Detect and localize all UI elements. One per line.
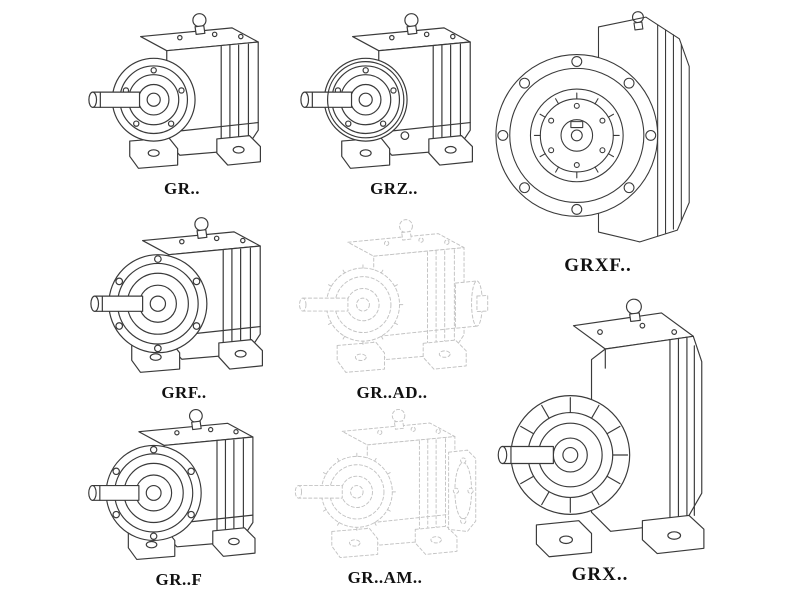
gearbox-label-gr-f: GR..F <box>155 570 203 589</box>
gearbox-figure-grxf: GRXF.. <box>492 8 704 277</box>
gearbox-label-gr: GR.. <box>164 179 200 198</box>
gearbox-drawing-gr-ad <box>298 219 489 373</box>
gearbox-figure-grz: GRZ.. <box>296 6 492 199</box>
gearbox-drawing-grf <box>90 217 263 373</box>
gearbox-drawing-gr-f <box>88 408 256 561</box>
grx-line-art <box>497 298 705 558</box>
gearbox-drawing-gr-am <box>294 408 477 559</box>
gearbox-drawing-grxf <box>495 11 690 243</box>
gr-line-art <box>88 13 261 169</box>
gearbox-figure-gr-am: GR..AM.. <box>288 402 482 588</box>
grf-line-art <box>90 217 263 373</box>
gearbox-label-grz: GRZ.. <box>370 179 418 198</box>
grxf-line-art <box>495 11 690 243</box>
gearbox-figure-gr-f: GR..F <box>84 402 274 590</box>
gearbox-drawing-grz <box>300 13 473 169</box>
gearbox-label-gr-ad: GR..AD.. <box>356 383 428 402</box>
gearbox-label-grf: GRF.. <box>161 383 207 402</box>
gearbox-drawing-grx <box>497 298 705 558</box>
gearbox-label-grx: GRX.. <box>571 564 629 585</box>
grz-line-art <box>300 13 473 169</box>
gr-f-line-art <box>88 408 256 561</box>
gearbox-drawing-gr <box>88 13 261 169</box>
gearbox-label-grxf: GRXF.. <box>564 255 632 276</box>
gr-am-line-art <box>294 408 477 559</box>
gearbox-figure-grx: GRX.. <box>494 296 706 586</box>
gearbox-figure-gr: GR.. <box>84 6 280 199</box>
gearbox-figure-grf: GRF.. <box>86 210 282 403</box>
gearbox-figure-gr-ad: GR..AD.. <box>292 212 492 403</box>
gr-ad-line-art <box>298 219 489 373</box>
gearbox-label-gr-am: GR..AM.. <box>347 568 423 587</box>
